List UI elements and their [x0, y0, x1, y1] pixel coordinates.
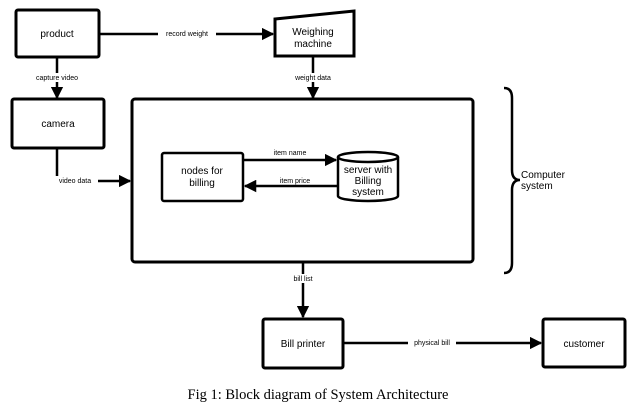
- server-cylinder-body: [336, 157, 400, 203]
- edge-label-item-name: item name: [274, 150, 307, 157]
- edge-label-video-data: video data: [59, 178, 91, 185]
- computer-system-brace: [503, 86, 521, 275]
- figure-caption: Fig 1: Block diagram of System Architect…: [188, 387, 449, 403]
- camera-label: camera: [41, 119, 75, 130]
- server-label-line2: Billing: [355, 176, 382, 187]
- weighing-machine-shape: [273, 9, 356, 58]
- server-label-line1: server with: [344, 165, 392, 176]
- nodes-for-billing-box: [160, 151, 245, 203]
- computer-system-label-line1: Computer: [521, 170, 566, 181]
- edge-label-bill-list: bill list: [293, 276, 312, 283]
- edge-label-weight-data: weight data: [294, 75, 331, 82]
- nodes-for-billing-label-line1: nodes for: [181, 166, 223, 177]
- server-label-line3: system: [352, 187, 384, 198]
- edge-label-record-weight: record weight: [166, 31, 208, 38]
- edge-label-physical-bill: physical bill: [414, 340, 450, 347]
- server-cylinder-top: [336, 150, 400, 164]
- weighing-machine-label-line2: machine: [294, 39, 332, 50]
- customer-label: customer: [563, 339, 605, 350]
- customer-box: [541, 317, 627, 369]
- bill-printer-label: Bill printer: [281, 339, 326, 350]
- weighing-machine-label-line1: Weighing: [292, 27, 334, 38]
- edge-label-capture-video: capture video: [36, 75, 78, 82]
- edge-label-item-price: item price: [280, 178, 310, 185]
- product-label: product: [40, 29, 74, 40]
- computer-system-label-line2: system: [521, 181, 553, 192]
- nodes-for-billing-label-line2: billing: [189, 178, 215, 189]
